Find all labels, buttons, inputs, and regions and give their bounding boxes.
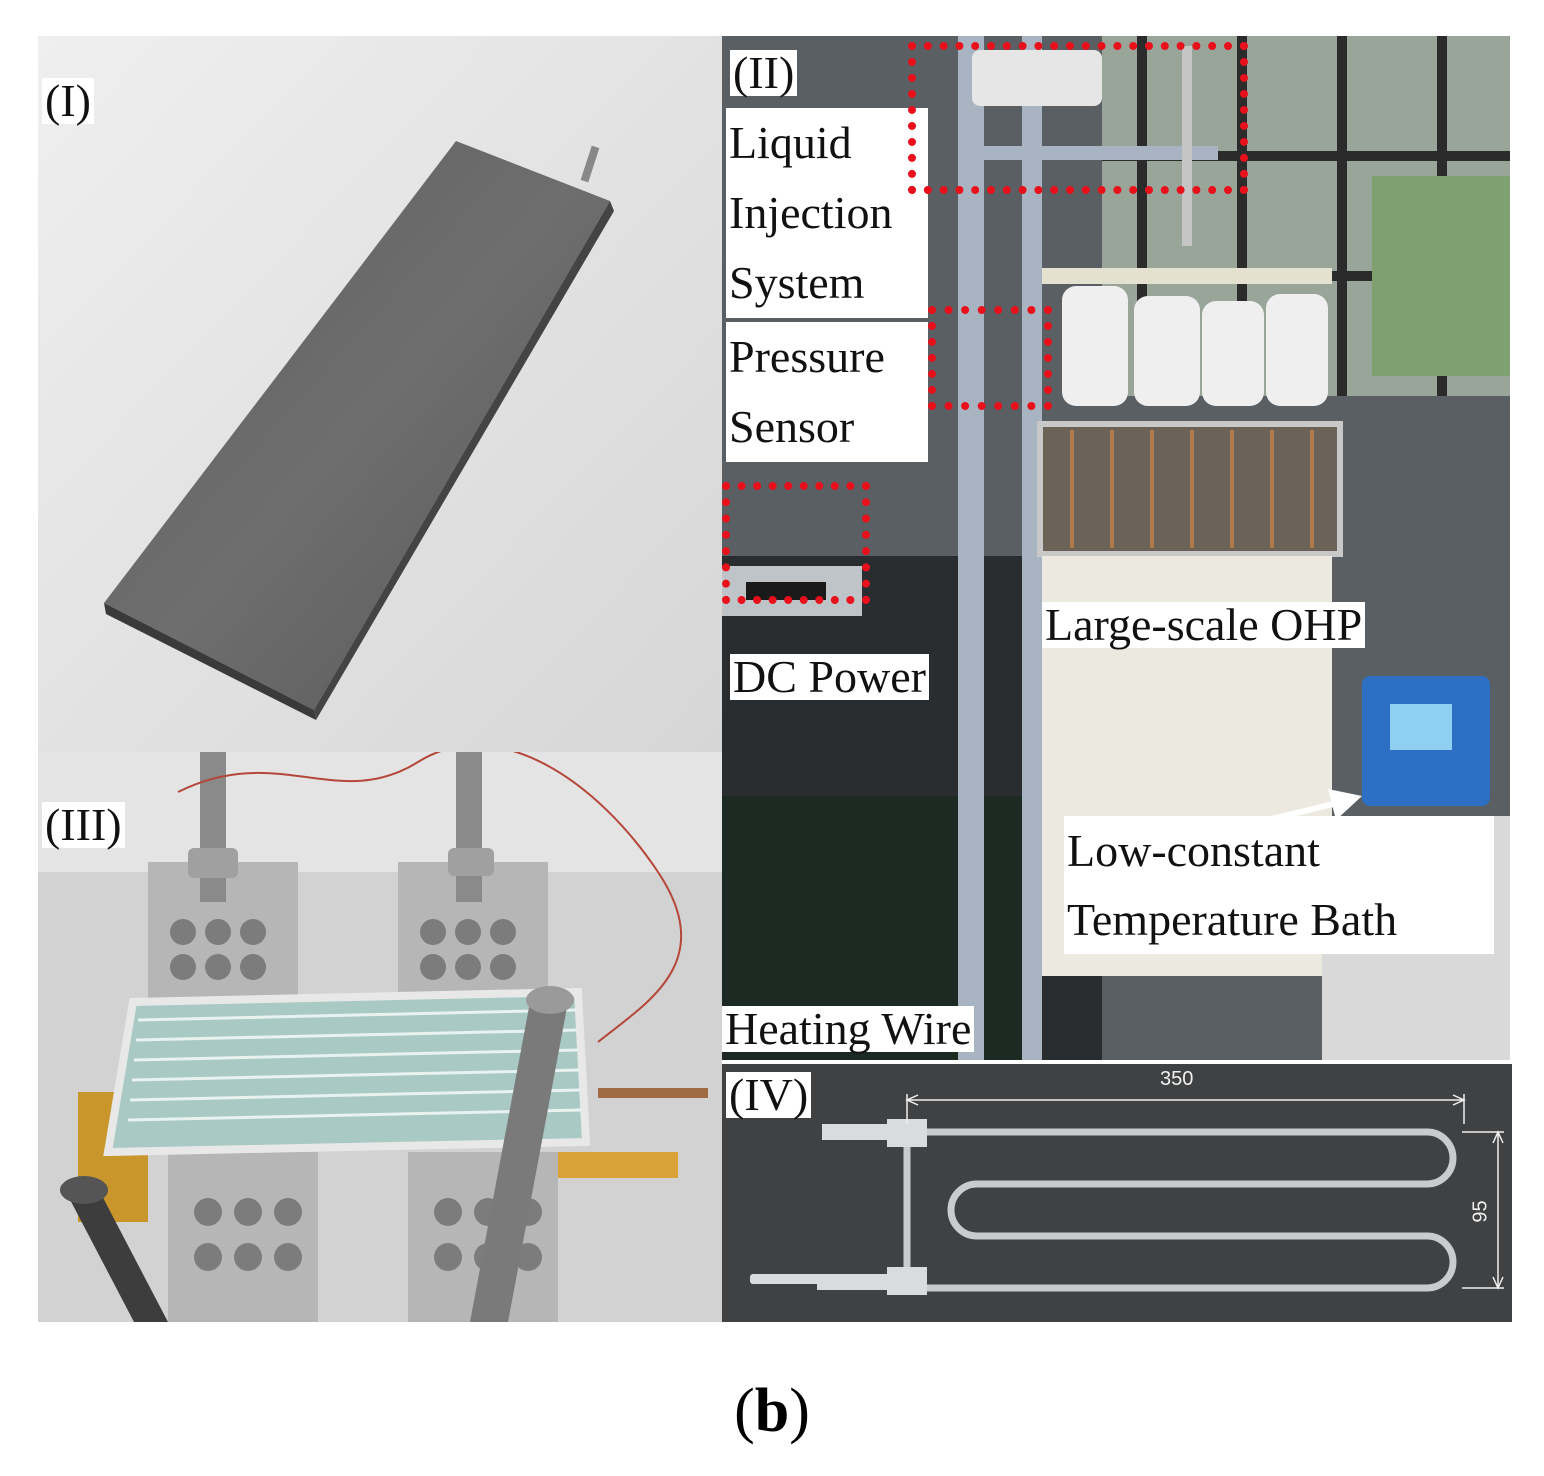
panel-iv-photo: 350 95 (IV)	[722, 1064, 1512, 1322]
metal-plate	[104, 141, 610, 710]
label-pressure-sensor: Pressure Sensor	[726, 322, 928, 462]
panel-iii-photo: (III)	[38, 752, 722, 1322]
label-large-scale-ohp: Large-scale OHP	[1042, 602, 1366, 648]
panel-ii-photo: (II) Liquid Injection System Pressure Se…	[722, 36, 1510, 1060]
label-low-constant-temperature-bath: Low-constant Temperature Bath	[1064, 816, 1494, 954]
caption-letter: b	[754, 1377, 790, 1445]
dimension-350: 350	[1160, 1068, 1194, 1090]
plate-fill-tube	[580, 145, 600, 183]
label-liquid-injection-system: Liquid Injection System	[726, 108, 928, 318]
dimension-lines	[905, 1094, 1504, 1290]
label-heating-wire: Heating Wire	[722, 1006, 975, 1052]
flat-plate-photo	[38, 36, 722, 752]
clamped-plate-photo	[38, 752, 722, 1322]
label-dc-power: DC Power	[730, 654, 929, 700]
panel-ii-label: (II)	[730, 50, 798, 96]
threaded-rod	[200, 752, 226, 902]
highlight-box-injection	[908, 42, 1248, 194]
figure-caption: (b)	[0, 1376, 1544, 1447]
highlight-box-pressure-sensor	[928, 306, 1052, 410]
caption-close-paren: )	[789, 1377, 810, 1445]
panel-i-label: (I)	[42, 78, 94, 124]
rig-frame-post	[958, 36, 984, 1060]
panel-iii-label: (III)	[42, 802, 125, 848]
highlight-box-dc-power	[722, 482, 870, 604]
serpentine-tube-photo	[722, 1064, 1512, 1322]
panel-i-photo: (I)	[38, 36, 722, 752]
serpentine-tube	[903, 1128, 1457, 1292]
caption-open-paren: (	[734, 1377, 755, 1445]
injection-tank	[972, 50, 1102, 106]
dimension-95: 95	[1469, 1200, 1492, 1223]
panel-iv-label: (IV)	[726, 1072, 812, 1118]
